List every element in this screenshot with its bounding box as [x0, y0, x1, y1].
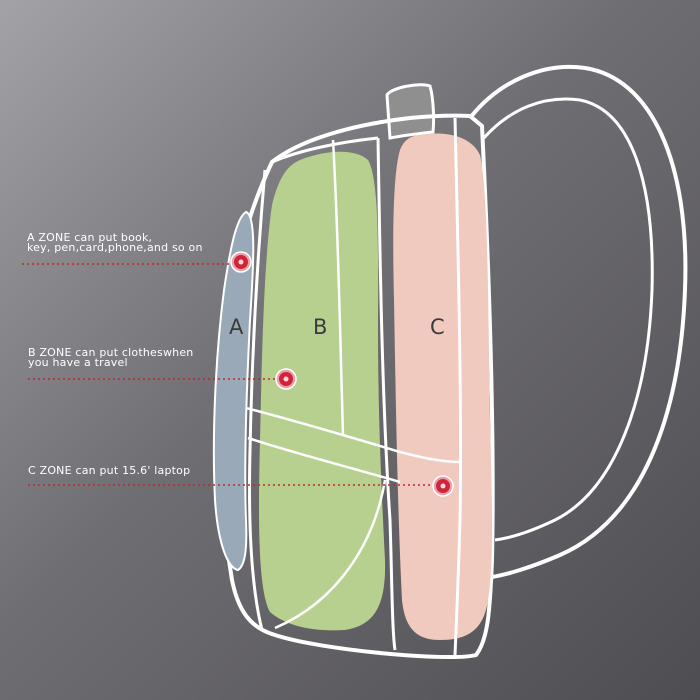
grab-handle: [385, 83, 436, 140]
pocket-line-lower: [247, 436, 401, 484]
zone-c-description-line1: C ZONE can put 15.6' laptop: [28, 464, 191, 477]
zone-a-area: [212, 210, 255, 572]
zone-b-description-line2: you have a travel: [28, 356, 128, 369]
divider-center: [376, 137, 397, 651]
zone-b-letter: B: [313, 315, 327, 339]
top-front-edge: [271, 136, 379, 164]
zone-c-letter: C: [430, 315, 445, 339]
pocket-line-upper: [245, 406, 461, 464]
zone-a-description-line2: key, pen,card,phone,and so on: [27, 241, 203, 254]
zone-a-description-line1: A ZONE can put book,: [27, 231, 153, 244]
zone-c-area: [393, 133, 492, 641]
shoulder-strap-inner: [480, 97, 654, 542]
zone-c-description: C ZONE can put 15.6' laptop: [28, 464, 191, 477]
zone-b-area: [259, 151, 386, 631]
divider-left: [248, 169, 267, 631]
seam-b-inner: [331, 139, 345, 437]
zone-a-description: A ZONE can put book, key, pen,card,phone…: [27, 231, 203, 254]
zone-a-marker: [230, 251, 252, 273]
zone-b-description-line1: B ZONE can put clotheswhen: [28, 346, 194, 359]
zone-c-marker: [432, 475, 454, 497]
zone-b-description: B ZONE can put clotheswhen you have a tr…: [28, 346, 194, 369]
shoulder-strap-outline: [468, 64, 688, 579]
zone-a-letter: A: [229, 315, 244, 339]
pocket-curve: [274, 479, 387, 630]
zone-b-marker: [275, 368, 297, 390]
divider-right: [453, 117, 463, 656]
